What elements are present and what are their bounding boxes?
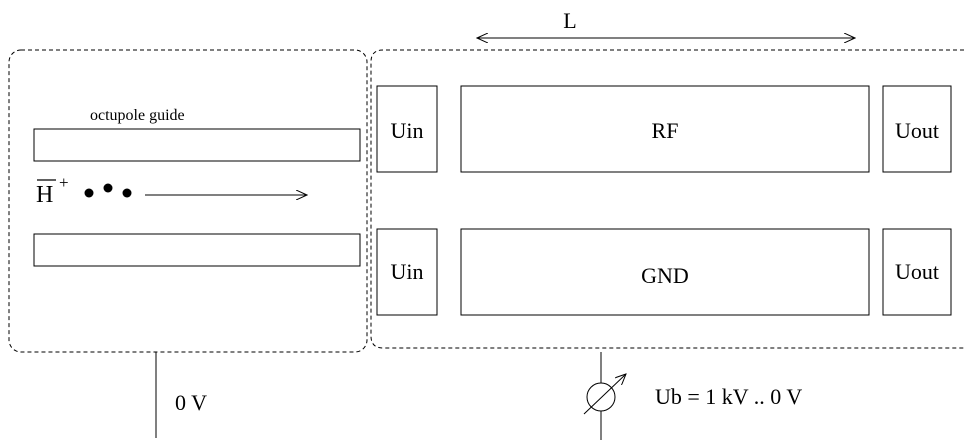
upper-electrode-row: Uin RF Uout bbox=[376, 85, 952, 173]
electrode-uout-lower bbox=[882, 228, 952, 316]
electrode-rf bbox=[460, 85, 870, 173]
ground-connection: 0 V bbox=[155, 352, 207, 438]
particle-dot bbox=[84, 188, 94, 198]
octupole-rod-upper bbox=[33, 128, 361, 162]
octupole-chamber-boundary bbox=[8, 49, 368, 353]
bias-supply: Ub = 1 kV .. 0 V bbox=[583, 352, 802, 440]
bias-voltage-label: Ub = 1 kV .. 0 V bbox=[655, 384, 802, 409]
electrode-rf-label: RF bbox=[652, 118, 679, 143]
electrode-uin-lower-label: Uin bbox=[391, 259, 424, 284]
electrode-uin-upper bbox=[376, 85, 438, 173]
electrode-uin-lower bbox=[376, 228, 438, 316]
ground-potential-label: 0 V bbox=[175, 390, 207, 415]
particle-dot bbox=[103, 183, 113, 193]
length-label: L bbox=[563, 8, 576, 33]
octupole-rod-lower bbox=[33, 233, 361, 267]
electrode-gnd-label: GND bbox=[641, 263, 689, 288]
electrode-uin-upper-label: Uin bbox=[391, 118, 424, 143]
electrode-uout-lower-label: Uout bbox=[895, 259, 939, 284]
lower-electrode-row: Uin GND Uout bbox=[376, 228, 952, 316]
particle-bunch bbox=[84, 183, 132, 198]
electrode-uout-upper-label: Uout bbox=[895, 118, 939, 143]
particle-dot bbox=[122, 188, 132, 198]
particle-charge: + bbox=[59, 173, 69, 192]
octupole-guide-label: octupole guide bbox=[90, 107, 185, 124]
length-dimension: L bbox=[477, 8, 855, 38]
antihydrogen-ion: H + bbox=[36, 173, 69, 208]
trap-chamber: Uin RF Uout Uin GND Uout bbox=[370, 49, 964, 349]
trap-chamber-boundary bbox=[370, 49, 964, 349]
electrode-uout-upper bbox=[882, 85, 952, 173]
electrode-gnd bbox=[460, 228, 870, 316]
particle-symbol: H bbox=[36, 182, 53, 208]
variable-source-arrow bbox=[583, 374, 626, 415]
octupole-chamber: octupole guide H + bbox=[8, 49, 368, 353]
